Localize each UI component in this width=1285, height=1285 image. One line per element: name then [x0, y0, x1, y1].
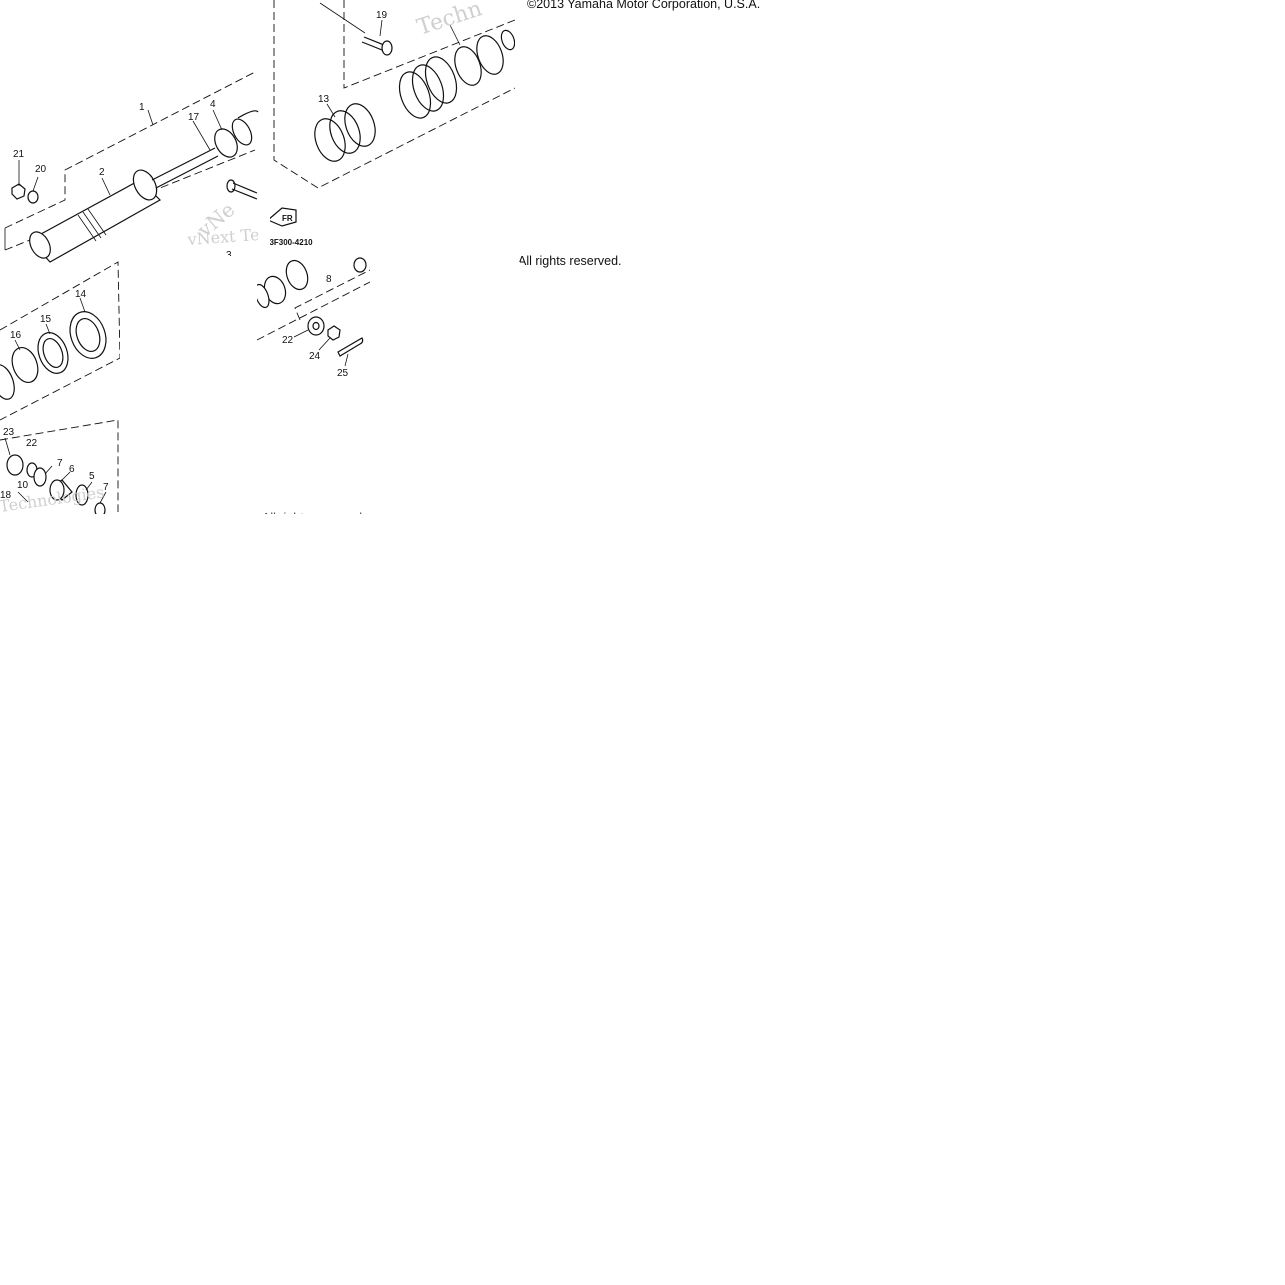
callout-18: 18	[0, 490, 12, 501]
callout-1: 1	[139, 102, 145, 113]
callout-24: 24	[309, 351, 321, 362]
callout-22-right: 22	[282, 335, 294, 346]
watermark-techn: Techn	[414, 0, 485, 41]
panel-fasteners: 22 24 25 8 9	[238, 257, 371, 379]
callout-19: 19	[376, 10, 388, 21]
callout-2: 2	[99, 167, 105, 178]
callout-25: 25	[337, 368, 349, 379]
copyright-middle: All rights reserved.	[518, 254, 622, 268]
svg-text:FR: FR	[282, 214, 293, 223]
front-arrow-icon: FR	[266, 207, 297, 227]
spring-13-icon	[314, 103, 376, 162]
washer-22-icon	[307, 316, 325, 336]
callout-10: 10	[17, 480, 29, 491]
thread-adjuster-icon	[0, 364, 15, 400]
callout-6: 6	[69, 464, 75, 475]
spring-main-icon	[398, 56, 458, 119]
washer-20-icon	[27, 190, 39, 204]
panel-shock-absorber: 1 2 4 17 21 20 3 vNext Tec vNe	[4, 71, 269, 263]
bushing-7-icon	[33, 467, 47, 487]
adjuster-ring-icon	[454, 29, 516, 86]
bushing-6-icon	[49, 479, 73, 501]
seat-14-icon	[69, 311, 107, 359]
nut-24-icon	[327, 325, 341, 341]
callout-23: 23	[3, 427, 15, 438]
callout-13: 13	[318, 94, 330, 105]
callout-8: 8	[326, 274, 332, 285]
diagram-code: 43F300-4210	[265, 238, 313, 247]
collar-22-icon	[6, 454, 38, 478]
panel-spring-seat: 14 15 16	[0, 261, 121, 421]
callout-7-a: 7	[57, 458, 63, 469]
seat-15-icon	[37, 332, 69, 374]
callout-14: 14	[75, 289, 87, 300]
panel-spring: 13 19 Techn FR 43F300-4210	[265, 0, 516, 247]
callout-4: 4	[210, 99, 216, 110]
nut-21-icon	[11, 183, 26, 200]
callout-17: 17	[188, 112, 200, 123]
panel-bushings: 23 22 7 6 5 7 10 18 Technologies	[0, 419, 119, 518]
cotter-pin-25-icon	[337, 337, 364, 357]
callout-15: 15	[40, 314, 52, 325]
shock-body-icon	[29, 147, 219, 263]
copyright-top: ©2013 Yamaha Motor Corporation, U.S.A.	[527, 0, 761, 11]
callout-5: 5	[89, 471, 95, 482]
bolt-3-icon	[226, 179, 258, 200]
bolt-19-icon	[361, 36, 393, 56]
adjuster-parts-icon	[254, 257, 367, 309]
bump-stopper-icon	[214, 110, 259, 158]
callout-22-left: 22	[26, 438, 38, 449]
callout-3: 3	[226, 250, 232, 261]
bushing-5-icon	[75, 484, 106, 518]
callout-16: 16	[10, 330, 22, 341]
callout-21: 21	[13, 149, 25, 160]
callout-20: 20	[35, 164, 47, 175]
copyright-bottom: All rights reserved.	[262, 511, 366, 515]
callout-7-b: 7	[103, 482, 109, 493]
